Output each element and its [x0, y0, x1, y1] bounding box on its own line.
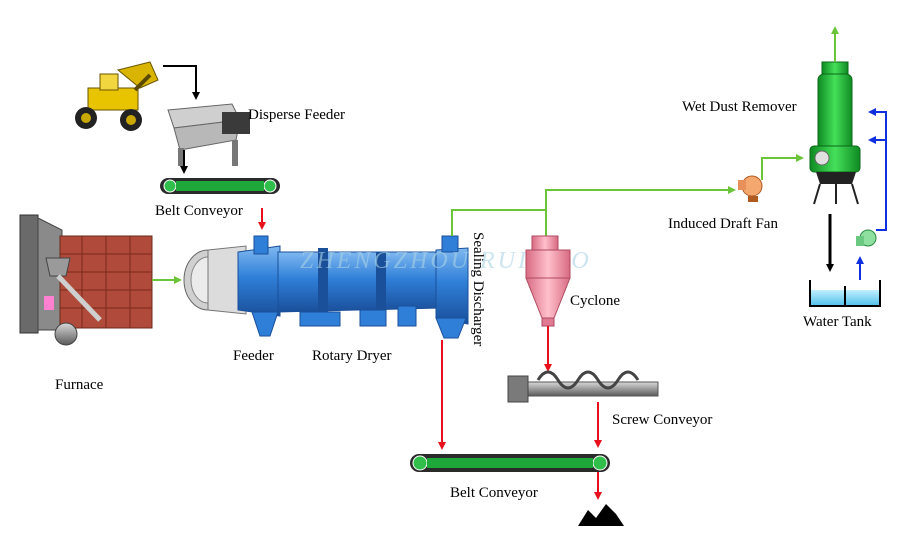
wheel-loader-icon	[75, 61, 159, 131]
belt-conveyor-bottom	[410, 454, 610, 472]
water-tank-label: Water Tank	[803, 314, 872, 330]
product-pile-icon	[578, 504, 624, 526]
cyclone-separator	[525, 235, 571, 327]
wet-dust-remover-label: Wet Dust Remover	[682, 99, 797, 115]
furnace-label: Furnace	[55, 377, 104, 393]
sealing-discharger-label: Sealing Discharger	[470, 232, 486, 346]
water-pump-icon	[856, 229, 877, 247]
feed-arrow	[163, 65, 200, 100]
water-tank	[809, 280, 881, 307]
screw-conveyor-label: Screw Conveyor	[612, 412, 712, 428]
wet-dust-remover-tower	[809, 61, 861, 205]
rotary-dryer-label: Rotary Dryer	[312, 348, 392, 364]
rotary-dryer-machine	[183, 235, 469, 339]
belt-conveyor-top	[160, 178, 280, 194]
disperse-feeder-label: Disperse Feeder	[248, 107, 345, 123]
gas-arrow-to-dust-remover	[761, 154, 804, 180]
belt-conveyor-bottom-label: Belt Conveyor	[450, 485, 538, 501]
induced-draft-fan-machine	[738, 175, 763, 202]
induced-draft-fan-label: Induced Draft Fan	[668, 216, 778, 232]
belt-conveyor-top-label: Belt Conveyor	[155, 203, 243, 219]
disperse-feeder-machine	[167, 103, 250, 174]
gas-duct-to-cyclone	[451, 209, 550, 244]
screw-conveyor-machine	[507, 370, 659, 403]
furnace-building	[19, 214, 153, 346]
gas-duct-to-fan	[545, 186, 736, 210]
feeder-label: Feeder	[233, 348, 274, 364]
cyclone-label: Cyclone	[570, 293, 620, 309]
water-return-arrow-upper	[868, 108, 887, 231]
